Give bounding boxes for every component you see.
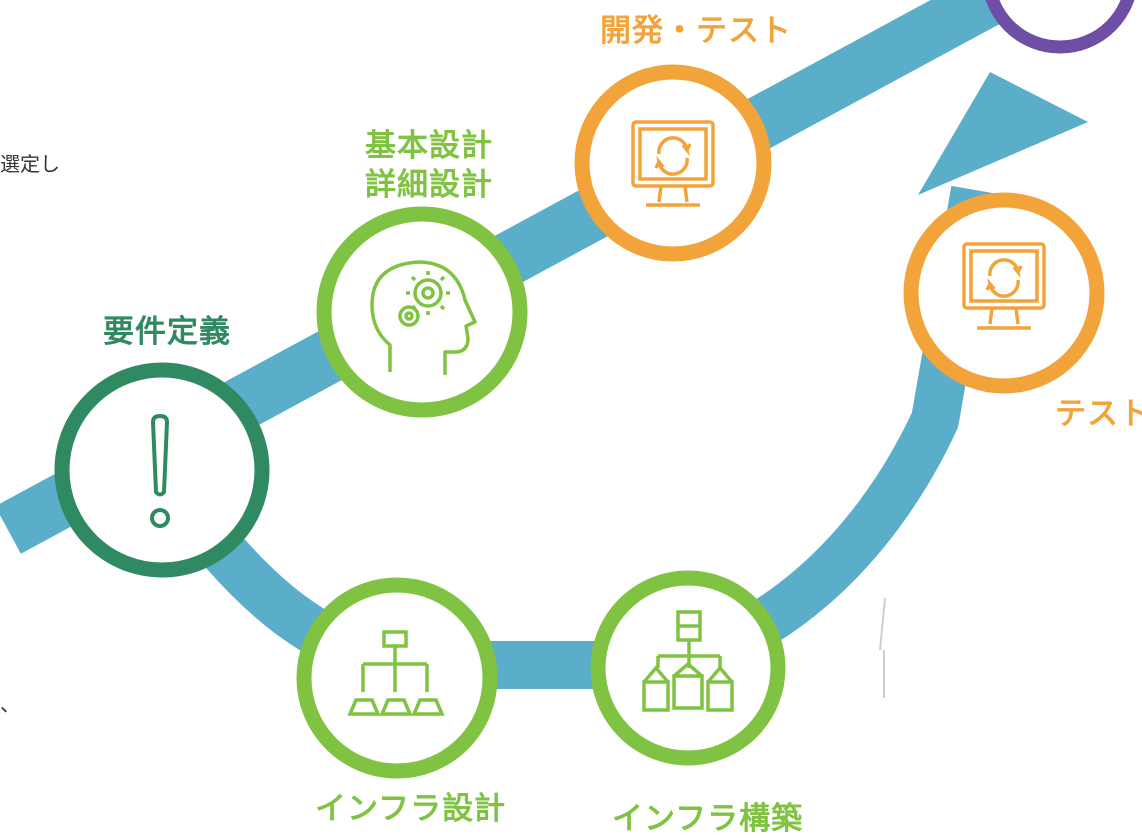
exclamation-icon — [150, 413, 170, 528]
goal-circle — [985, 0, 1135, 54]
step-infra-design — [296, 577, 498, 779]
label-requirements: 要件定義 — [103, 314, 231, 350]
fold-mark — [879, 597, 886, 698]
label-design-line1: 基本設計 — [365, 128, 493, 164]
side-text-comma: 、 — [0, 692, 20, 716]
label-infra-build: インフラ構築 — [612, 801, 804, 837]
step-design — [316, 206, 528, 418]
step-infra-build — [590, 570, 786, 766]
network-hierarchy-icon — [347, 630, 445, 716]
label-test: テスト — [1055, 396, 1142, 432]
label-design-line2: 詳細設計 — [365, 167, 493, 203]
flow-arrowhead — [918, 72, 1088, 195]
step-requirements — [54, 362, 270, 578]
step-development — [574, 64, 772, 262]
head-gears-icon — [370, 260, 477, 375]
lower-flow-path — [145, 185, 999, 689]
server-boxes-icon — [642, 610, 734, 712]
label-development: 開発・テスト — [600, 13, 792, 49]
step-test — [903, 192, 1105, 394]
monitor-refresh-icon — [631, 120, 715, 207]
monitor-refresh-icon — [962, 242, 1046, 330]
side-text-fragment: 選定し — [0, 152, 60, 176]
label-infra-design: インフラ設計 — [315, 791, 507, 827]
